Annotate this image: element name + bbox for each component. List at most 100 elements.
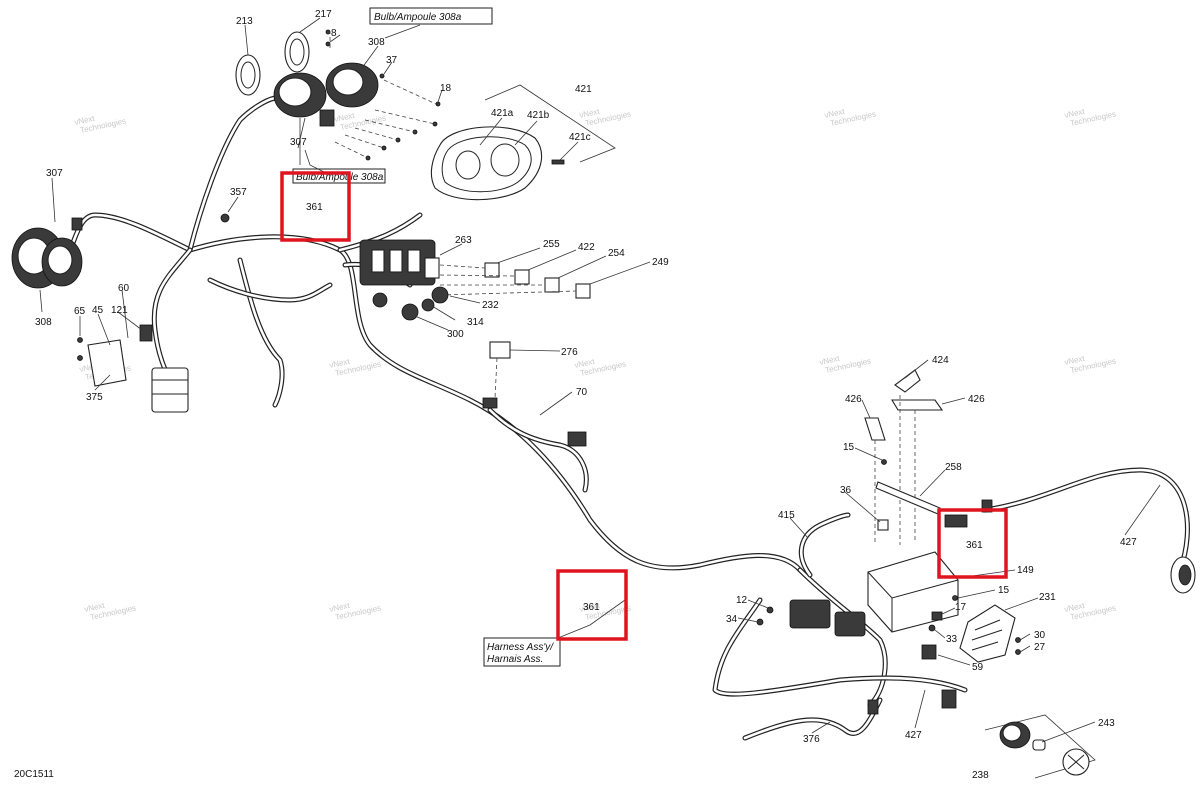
callout-254: 254: [608, 248, 625, 259]
callout-422: 422: [578, 242, 595, 253]
callout-8: 8: [331, 28, 337, 39]
callout-361: 361: [306, 202, 323, 213]
watermark-text: vNext: [329, 601, 352, 614]
bolt-15: [881, 459, 887, 465]
bolt: [381, 145, 387, 151]
callout-70: 70: [576, 387, 588, 398]
highlight-361-top: [280, 171, 351, 242]
bracket-65: [87, 339, 127, 387]
watermark-text: vNext: [574, 357, 597, 370]
fitting-12: [766, 606, 774, 614]
connector-314: [421, 298, 435, 312]
bulb-243: [1032, 739, 1046, 751]
callout-243: 243: [1098, 718, 1115, 729]
callout-labels: 213 217 8 308 37 18 307 307 308 357 361 …: [35, 9, 1137, 781]
callout-300: 300: [447, 329, 464, 340]
note-boxes: Bulb/Ampoule 308a Bulb/Ampoule 308a Harn…: [292, 7, 561, 667]
callout-421a: 421a: [491, 108, 514, 119]
watermark-text: vNext: [334, 111, 357, 124]
callout-424: 424: [932, 355, 949, 366]
headlight-assembly-top: [235, 29, 441, 161]
sensor-59: [921, 644, 937, 660]
mid-connectors: [482, 341, 587, 447]
callout-421: 421: [575, 84, 592, 95]
callout-231: 231: [1039, 592, 1056, 603]
strap-258: [875, 481, 941, 515]
callout-263: 263: [455, 235, 472, 246]
callout-59: 59: [972, 662, 984, 673]
nut-27: [1015, 649, 1021, 655]
tail-light-assembly: [984, 714, 1096, 779]
callout-34: 34: [726, 614, 738, 625]
callout-426: 426: [845, 394, 862, 405]
watermark-text: vNext: [1064, 107, 1087, 120]
part-17: [931, 611, 943, 621]
bezel-ring-213: [235, 54, 261, 96]
callout-375: 375: [86, 392, 103, 403]
callout-308: 308: [368, 37, 385, 48]
callout-308: 308: [35, 317, 52, 328]
callout-17: 17: [955, 602, 967, 613]
callout-361: 361: [966, 540, 983, 551]
watermark-text: vNext: [329, 357, 352, 370]
watermark-text: vNext: [84, 601, 107, 614]
bracket-426-right: [891, 399, 944, 411]
headlight-assembly-left: [11, 217, 83, 289]
connector-357: [220, 213, 230, 223]
switch-bank: [359, 239, 591, 321]
bolt: [379, 73, 385, 79]
watermark-text: vNext: [1064, 601, 1087, 614]
callout-232: 232: [482, 300, 499, 311]
callout-27: 27: [1034, 642, 1046, 653]
callout-307: 307: [46, 168, 63, 179]
callout-357: 357: [230, 187, 247, 198]
highlight-361-bottom: [556, 569, 628, 641]
horn-231: [959, 604, 1016, 663]
main-harness: [67, 95, 1190, 741]
callout-15: 15: [998, 585, 1010, 596]
callout-238: 238: [972, 770, 989, 781]
bolt-15b: [952, 595, 958, 601]
bolt: [325, 41, 331, 47]
callout-217: 217: [315, 9, 332, 20]
callout-213: 213: [236, 16, 253, 27]
watermark-text: vNext: [579, 601, 602, 614]
note-harness-en: Harness Ass'y/: [487, 642, 554, 653]
callout-33: 33: [946, 634, 958, 645]
callout-415: 415: [778, 510, 795, 521]
right-components: [864, 369, 1196, 663]
switch-254: [544, 277, 560, 293]
connector-300: [401, 303, 419, 321]
note-harness-fr: Harnais Ass.: [487, 654, 543, 665]
watermark-text: vNext: [824, 107, 847, 120]
callout-258: 258: [945, 462, 962, 473]
callout-36: 36: [840, 485, 852, 496]
callout-255: 255: [543, 239, 560, 250]
diagram-code: 20C1511: [14, 769, 54, 780]
watermark-text: vNext: [819, 354, 842, 367]
clip-36: [877, 519, 889, 531]
callout-376: 376: [803, 734, 820, 745]
switch-422: [514, 269, 530, 285]
connector-361-right: [944, 514, 968, 528]
connector-70: [567, 431, 587, 447]
callout-361: 361: [583, 602, 600, 613]
highlight-boxes: [280, 171, 1008, 641]
callout-60: 60: [118, 283, 130, 294]
callout-30: 30: [1034, 630, 1046, 641]
note-box-bulb-top: [369, 7, 493, 25]
relay-121: [139, 324, 153, 342]
switch-249: [575, 283, 591, 299]
watermark-text: vNext: [579, 107, 602, 120]
note-bulb-mid: Bulb/Ampoule 308a: [296, 172, 384, 183]
note-bulb-top: Bulb/Ampoule 308a: [374, 12, 462, 23]
bolt: [435, 101, 441, 107]
bolt: [432, 121, 438, 127]
callout-314: 314: [467, 317, 484, 328]
screw-421c: [551, 159, 565, 165]
callout-121: 121: [111, 305, 128, 316]
callout-45: 45: [92, 305, 104, 316]
switch-255: [484, 262, 500, 278]
